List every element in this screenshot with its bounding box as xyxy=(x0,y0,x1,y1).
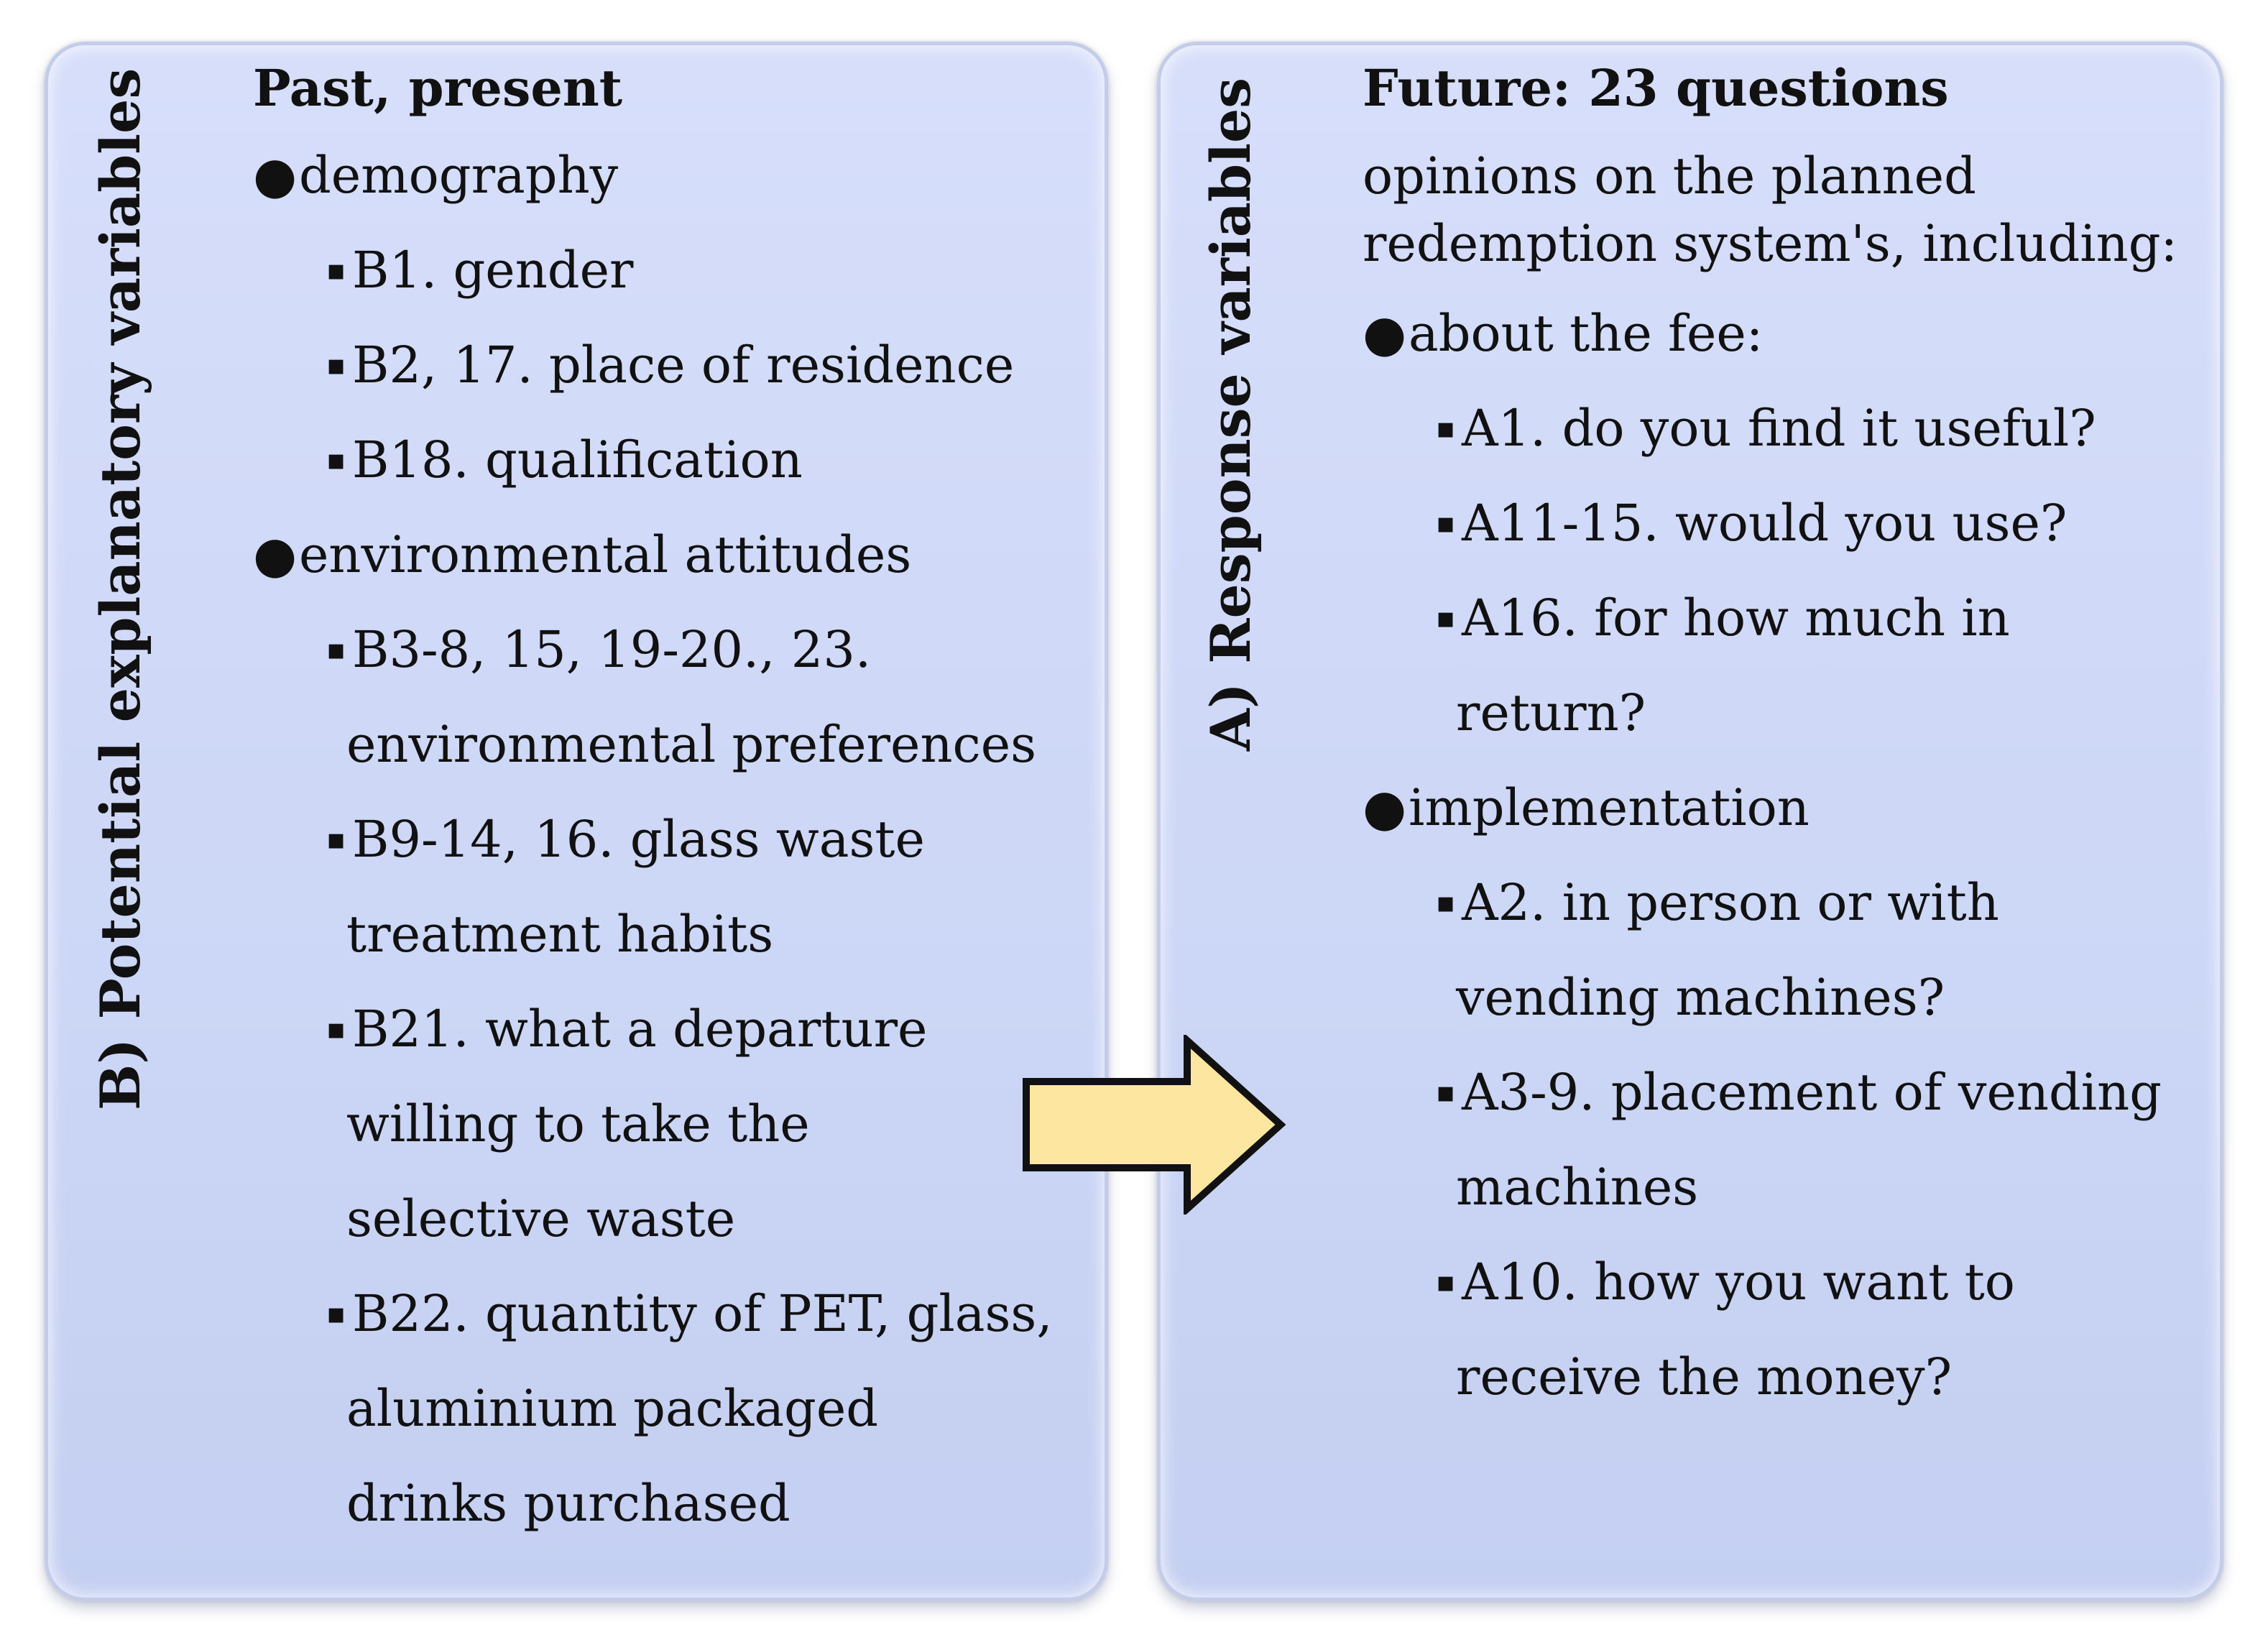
square-bullet-icon: ▪ xyxy=(1436,1266,1456,1299)
response-variables-panel xyxy=(1157,42,2223,1601)
arrow-shape xyxy=(1023,1035,1286,1215)
list-item-line: selective waste xyxy=(346,1189,736,1248)
list-item-line: B18. qualification xyxy=(352,430,803,489)
square-bullet-icon: ▪ xyxy=(1436,886,1456,919)
list-item: ▪B18. qualification xyxy=(253,412,1065,507)
square-bullet-icon: ▪ xyxy=(326,254,346,287)
explanatory-variables-title: B) Potential explanatory variables xyxy=(88,68,152,1110)
square-bullet-icon: ▪ xyxy=(326,823,346,856)
explanatory-variables-content: Past, present ●demography▪B1. gender▪B2,… xyxy=(253,42,1065,1551)
list-item: ▪B2, 17. place of residence xyxy=(253,318,1065,412)
future-questions-heading: Future: 23 questions xyxy=(1363,58,1949,118)
square-bullet-icon: ▪ xyxy=(326,1013,346,1046)
list-item-line: B21. what a departure xyxy=(352,1000,928,1059)
group-label: ●about the fee: xyxy=(1363,286,2203,381)
group-label: ●implementation xyxy=(1363,760,2203,855)
bullet-icon: ● xyxy=(253,525,298,584)
group-items: ▪A1. do you find it useful?▪A11-15. woul… xyxy=(1363,381,2203,760)
intro-line: redemption system's, including: xyxy=(1363,214,2178,273)
group-items: ▪B3-8, 15, 19-20., 23.environmental pref… xyxy=(253,602,1065,1551)
list-item-line: B2, 17. place of residence xyxy=(352,336,1015,395)
response-intro: opinions on the planned redemption syste… xyxy=(1363,142,2203,277)
group-label-text: environmental attitudes xyxy=(299,525,912,584)
bullet-icon: ● xyxy=(253,146,298,205)
square-bullet-icon: ▪ xyxy=(326,349,346,382)
list-item: ▪B9-14, 16. glass waste treatment habits xyxy=(253,792,1065,982)
bullet-icon: ● xyxy=(1363,304,1407,363)
list-item-line: A16. for how much in xyxy=(1462,589,2010,647)
list-item: ▪A11-15. would you use? xyxy=(1363,476,2203,571)
list-item-line: drinks purchased xyxy=(346,1474,790,1533)
list-item-line: receive the money? xyxy=(1456,1347,1953,1406)
group-label-text: demography xyxy=(299,146,619,205)
list-item: ▪B3-8, 15, 19-20., 23. environmental pref… xyxy=(253,602,1065,792)
group-label-text: about the fee: xyxy=(1409,304,1764,363)
list-item: ▪B21. what a departure willing to take th… xyxy=(253,982,1065,1266)
list-item-line: vending machines? xyxy=(1456,968,1945,1027)
response-variables-title: A) Response variables xyxy=(1199,77,1263,751)
list-item-line: treatment habits xyxy=(346,905,774,964)
square-bullet-icon: ▪ xyxy=(326,633,346,666)
response-groups: ●about the fee:▪A1. do you find it usefu… xyxy=(1363,286,2203,1424)
group-label: ●demography xyxy=(253,128,1065,223)
list-item-line: environmental preferences xyxy=(346,715,1037,774)
list-item: ▪A10. how you want to receive the money? xyxy=(1363,1235,2203,1424)
list-item: ▪A2. in person or with vending machines? xyxy=(1363,855,2203,1045)
list-item: ▪B1. gender xyxy=(253,223,1065,318)
list-item-line: aluminium packaged xyxy=(346,1379,879,1438)
list-item: ▪A3-9. placement of vending machines xyxy=(1363,1045,2203,1235)
square-bullet-icon: ▪ xyxy=(326,1297,346,1330)
group-label-text: implementation xyxy=(1409,778,1810,837)
explanatory-variables-panel xyxy=(45,42,1108,1601)
group-label: ●environmental attitudes xyxy=(253,507,1065,602)
list-item: ▪B22. quantity of PET, glass, aluminium p… xyxy=(253,1266,1065,1551)
group-items: ▪B1. gender▪B2, 17. place of residence▪B… xyxy=(253,223,1065,507)
bullet-icon: ● xyxy=(1363,778,1407,837)
square-bullet-icon: ▪ xyxy=(1436,412,1456,445)
square-bullet-icon: ▪ xyxy=(1436,602,1456,635)
list-item-line: B9-14, 16. glass waste xyxy=(352,810,925,869)
square-bullet-icon: ▪ xyxy=(326,443,346,476)
list-item-line: B22. quantity of PET, glass, xyxy=(352,1284,1053,1343)
square-bullet-icon: ▪ xyxy=(1436,507,1456,540)
list-item-line: A2. in person or with xyxy=(1462,873,1999,932)
list-item-line: willing to take the xyxy=(346,1094,810,1153)
list-item-line: machines xyxy=(1456,1158,1699,1217)
right-arrow-icon xyxy=(1023,1035,1286,1215)
intro-line: opinions on the planned xyxy=(1363,147,1976,206)
list-item-line: A1. do you find it useful? xyxy=(1462,399,2096,458)
list-item-line: A10. how you want to xyxy=(1462,1253,2015,1312)
list-item: ▪A1. do you find it useful? xyxy=(1363,381,2203,476)
response-variables-content: Future: 23 questions opinions on the pla… xyxy=(1363,42,2203,1424)
list-item-line: B3-8, 15, 19-20., 23. xyxy=(352,620,872,679)
past-present-heading: Past, present xyxy=(253,58,623,118)
list-item-line: A11-15. would you use? xyxy=(1462,494,2068,553)
square-bullet-icon: ▪ xyxy=(1436,1076,1456,1109)
list-item-line: A3-9. placement of vending xyxy=(1462,1063,2162,1122)
list-item-line: B1. gender xyxy=(352,241,634,300)
explanatory-groups: ●demography▪B1. gender▪B2, 17. place of … xyxy=(253,128,1065,1551)
list-item: ▪A16. for how much in return? xyxy=(1363,571,2203,760)
list-item-line: return? xyxy=(1456,683,1646,742)
